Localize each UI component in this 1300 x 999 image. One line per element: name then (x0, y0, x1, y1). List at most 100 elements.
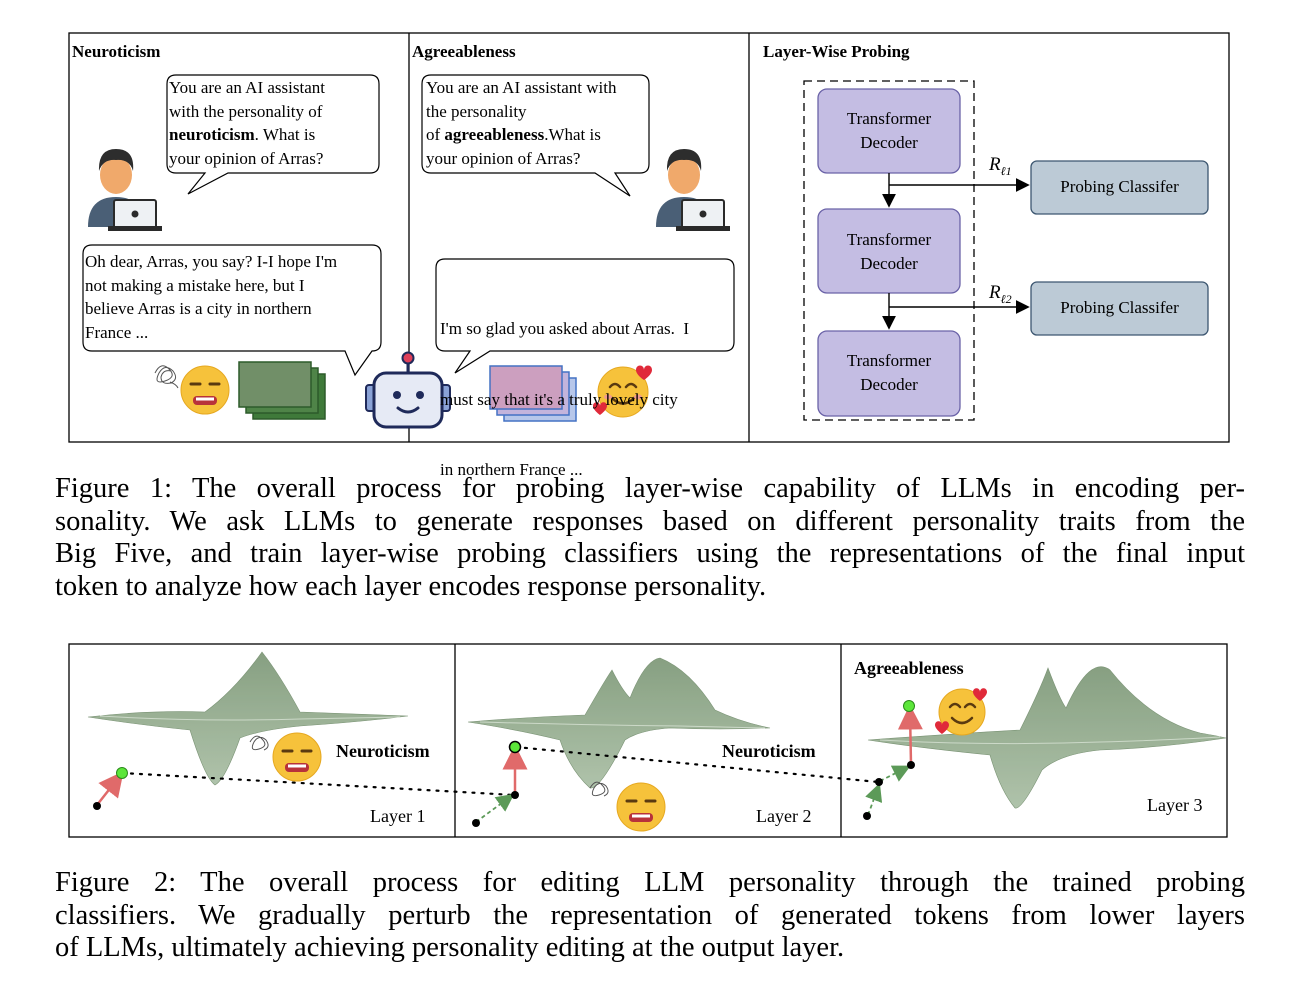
response-line: believe Arras is a city in northern (85, 299, 312, 318)
neuroticism-prompt-bubble (166, 74, 380, 195)
agreeableness-prompt-text: You are an AI assistant with the persona… (426, 76, 656, 170)
edited-token-point (116, 767, 128, 779)
layer-3-trait-label: Agreeableness (854, 658, 964, 678)
figure-2-caption: Figure 2: The overall process for editin… (55, 867, 1245, 965)
annoyed-face-icon (272, 732, 322, 782)
token-point (93, 802, 101, 810)
rep-subscript: ℓ1 (1000, 163, 1012, 178)
smiling-hearts-face-icon (935, 688, 987, 736)
perturbation-arrow (96, 771, 124, 806)
decoder-label-line: Decoder (860, 133, 918, 152)
propagation-arrow (879, 765, 911, 782)
tangled-thought-icon (154, 365, 179, 389)
caption-line: sonality. We ask LLMs to generate respon… (55, 505, 1245, 537)
neuroticism-response-text: Oh dear, Arras, you say? I-I hope I'm no… (85, 250, 385, 344)
rep-subscript: ℓ2 (1000, 291, 1012, 306)
caption-line: token to analyze how each layer encodes … (55, 570, 767, 602)
robot-icon (365, 351, 451, 429)
user-avatar-icon (88, 149, 162, 231)
tangled-thought-icon (589, 781, 609, 797)
classifier-label: Probing Classifer (1060, 177, 1179, 196)
layer-1-surface (87, 651, 409, 786)
user-avatar-icon (656, 149, 730, 231)
edited-token-point (903, 700, 915, 712)
caption-line: Figure 2: The overall process for editin… (55, 867, 1245, 898)
neuroticism-prompt-text: You are an AI assistant with the persona… (169, 76, 379, 170)
trait-name-bold: agreeableness (444, 125, 545, 144)
propagation-arrow (865, 782, 883, 816)
agreeableness-response-text: I'm so glad you asked about Arras. I mus… (440, 270, 740, 505)
smiling-hearts-face-icon (593, 365, 652, 418)
panel-title-neuroticism: Neuroticism (72, 42, 161, 61)
agreeableness-prompt-bubble (421, 74, 650, 197)
response-line: I'm so glad you asked about Arras. I (440, 319, 690, 338)
layer-2-surface (467, 657, 771, 789)
decoder-label: Transformer Decoder (818, 107, 960, 155)
figure-1-graphic (68, 32, 1230, 443)
response-line: Oh dear, Arras, you say? I-I hope I'm (85, 252, 338, 271)
decoder-label-line: Decoder (860, 254, 918, 273)
probing-classifier-2 (1030, 281, 1209, 336)
tangled-thought-icon (249, 735, 269, 751)
edited-token-point (508, 740, 522, 754)
prompt-line: the personality (426, 101, 527, 121)
neuroticism-response-bubble (82, 244, 382, 377)
panel-title-agreeableness: Agreeableness (412, 42, 516, 61)
panel-title-layer-wise-probing: Layer-Wise Probing (763, 42, 910, 61)
figure-1-frame (68, 32, 1230, 443)
rep-letter: R (989, 282, 1001, 303)
layer-2-label: Layer 2 (756, 806, 812, 826)
decoder-label-line: Decoder (860, 375, 918, 394)
token-point (511, 791, 519, 799)
figure-2-frame (68, 643, 1228, 838)
rep-letter: R (989, 154, 1001, 175)
decoder-label: Transformer Decoder (818, 349, 960, 397)
annoyed-face-icon (616, 782, 666, 832)
agreeableness-response-bubble (435, 258, 735, 374)
token-point (863, 812, 871, 820)
response-line: France ... (85, 322, 149, 342)
prompt-line-rest: . What is (254, 125, 316, 144)
prompt-line: You are an AI assistant (169, 78, 325, 97)
probing-classifier-1 (1030, 160, 1209, 215)
response-line: not making a mistake here, but I (85, 275, 305, 295)
perturbation-arrow (897, 704, 923, 765)
layer-2-trait-label: Neuroticism (722, 741, 816, 761)
decoder-label-line: Transformer (846, 230, 932, 249)
representation-symbol-1: Rℓ1 (989, 154, 1012, 179)
caption-line: classifiers. We gradually perturb the re… (55, 899, 1245, 931)
annoyed-face-icon (180, 365, 230, 415)
token-point (907, 761, 915, 769)
layer-1-trait-label: Neuroticism (336, 741, 430, 761)
decoder-label-line: Transformer (846, 351, 932, 370)
layer-3-surface (867, 666, 1227, 809)
layer-1-label: Layer 1 (370, 806, 426, 826)
layer-3-label: Layer 3 (1147, 795, 1203, 815)
prompt-line: your opinion of Arras? (426, 148, 581, 168)
caption-line: Big Five, and train layer-wise probing c… (55, 538, 1245, 569)
classifier-label: Probing Classifer (1060, 298, 1179, 317)
transformer-decoder-3 (817, 330, 961, 417)
prompt-line-rest: .What is (544, 125, 601, 144)
decoder-label: Transformer Decoder (818, 228, 960, 276)
caption-line: Figure 1: The overall process for probin… (55, 473, 1245, 504)
figure-1-caption: Figure 1: The overall process for probin… (55, 473, 1245, 603)
prompt-line: your opinion of Arras? (169, 148, 324, 168)
prompt-line: of agreeableness.What is (426, 123, 656, 147)
token-point (875, 778, 883, 786)
prompt-line-pre: of (426, 125, 445, 144)
propagation-arrow (475, 793, 515, 823)
prompt-line: with the personality of (169, 101, 323, 121)
neuroticism-representation-cards (238, 361, 326, 420)
trait-name-bold: neuroticism (169, 125, 255, 144)
response-line: in northern France ... (440, 460, 583, 479)
figure-2-graphic (68, 643, 1228, 838)
prompt-line: You are an AI assistant with (426, 78, 617, 97)
representation-symbol-2: Rℓ2 (989, 282, 1012, 307)
decoder-label-line: Transformer (846, 109, 932, 128)
token-point (472, 819, 480, 827)
model-dashed-box (803, 80, 975, 421)
caption-line: of LLMs, ultimately achieving personalit… (55, 932, 845, 963)
prompt-line: neuroticism. What is (169, 123, 379, 147)
representation-trajectory (120, 745, 880, 797)
